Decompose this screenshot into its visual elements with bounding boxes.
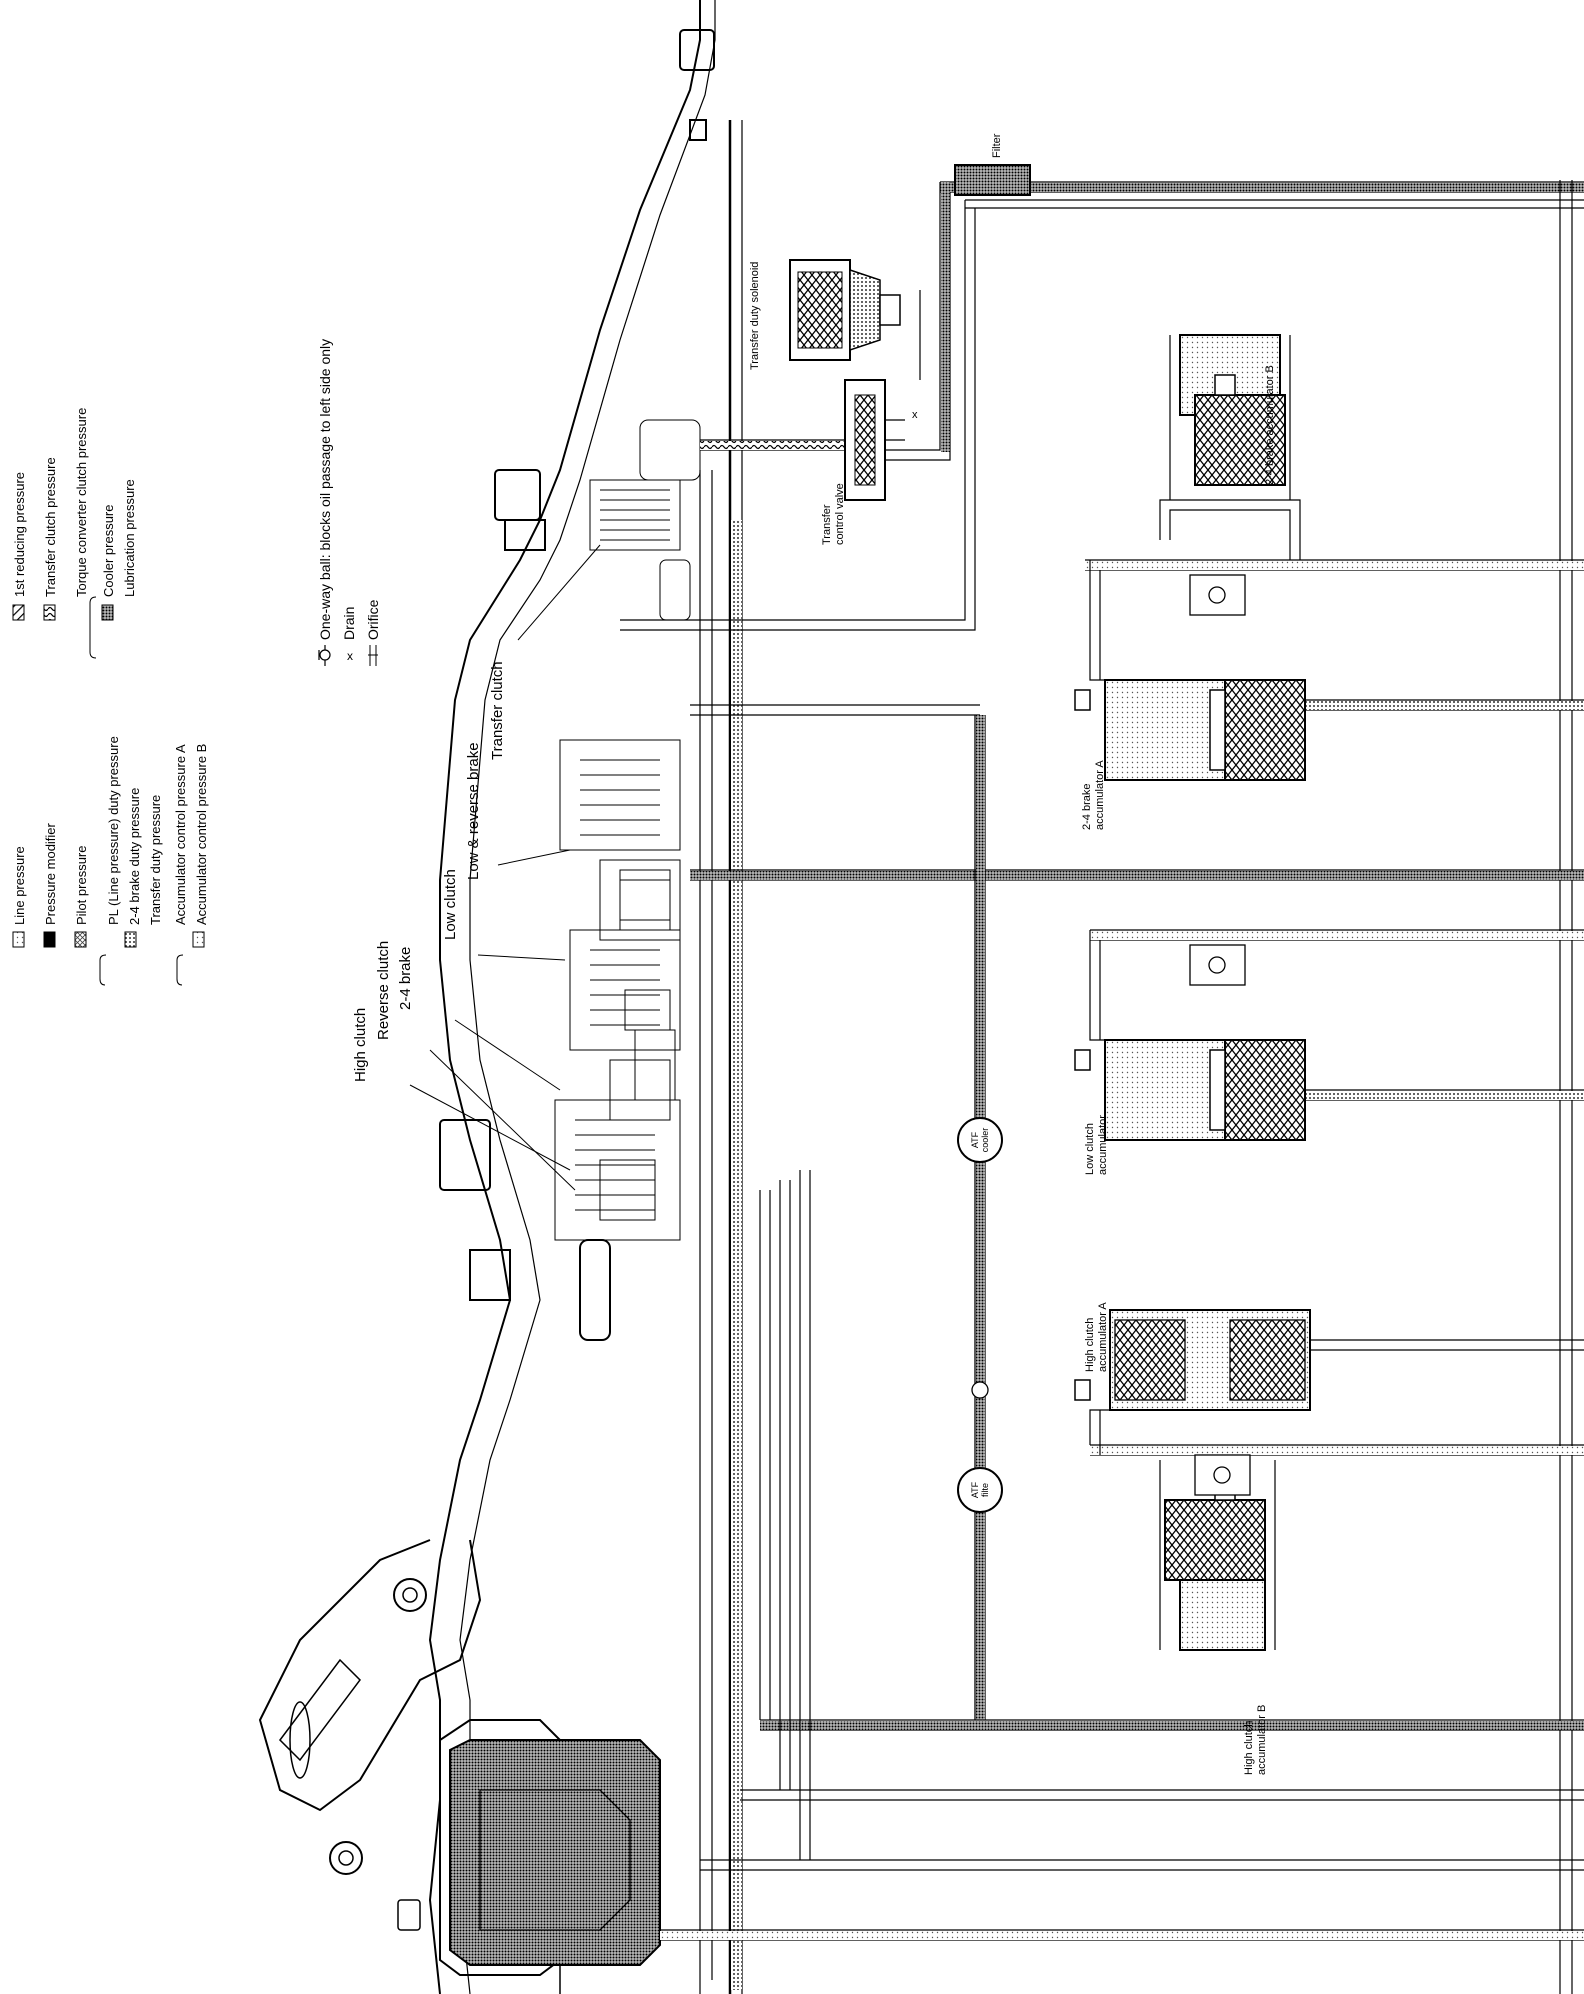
accumulator-brace-icon — [176, 954, 184, 986]
brake-24-accumulator-a — [1074, 679, 1306, 781]
label-reverse-clutch: Reverse clutch — [375, 941, 392, 1040]
low-clutch-accumulator — [1074, 1039, 1306, 1141]
legend-symbols: x One-way ball: blocks oil passage to le… — [317, 339, 381, 666]
one-way-ball-icon — [318, 645, 331, 666]
atf-cooler-label-1: ATF — [970, 1131, 980, 1148]
callout-labels: High clutch Reverse clutch 2-4 brake Low… — [352, 661, 506, 1082]
clutch-pack-high-reverse — [554, 1099, 681, 1241]
label-low-reverse-brake: Low & reverse brake — [465, 742, 482, 880]
legend-item-transfer-clutch-pressure: Transfer clutch pressure — [43, 457, 58, 597]
torque-converter — [449, 1739, 661, 1966]
legend-item-torque-converter: Torque converter clutch pressure — [74, 408, 89, 597]
transfer-clutch-pressure-icon — [43, 604, 56, 621]
drain-icon: x — [347, 649, 353, 663]
callout-leaders — [409, 544, 601, 1191]
label-24-brake-acc-b: 2-4 brake accumulator B — [1264, 365, 1276, 485]
label-24-brake-acc-a-1: 2-4 brake — [1081, 784, 1093, 830]
pl-duty-pressure-icon — [124, 931, 137, 948]
label-24-brake: 2-4 brake — [397, 947, 414, 1010]
label-transfer-control-valve-2: control valve — [834, 483, 846, 545]
legend-item-pl-duty: PL (Line pressure) duty pressure — [106, 736, 121, 925]
legend-item-line-pressure: Line pressure — [12, 846, 27, 925]
pressure-modifier-icon — [43, 931, 56, 948]
clutch-pack-transfer — [589, 419, 701, 621]
accumulator-control-icon — [192, 931, 205, 948]
atf-cooler-label-2: cooler — [980, 1128, 990, 1153]
label-transfer-clutch: Transfer clutch — [489, 661, 506, 760]
label-transfer-duty-solenoid: Transfer duty solenoid — [749, 262, 761, 370]
legend-symbol-drain: Drain — [341, 607, 357, 640]
pilot-pressure-icon — [74, 931, 87, 948]
orifice-icon — [368, 645, 378, 666]
pl-duty-brace-icon — [99, 954, 107, 986]
legend-item-acc-control-b: Accumulator control pressure B — [194, 744, 209, 925]
legend-item-pilot-pressure: Pilot pressure — [74, 846, 89, 925]
label-high-clutch-acc-b-1: High clutch — [1243, 1721, 1255, 1775]
legend-item-acc-control-a: Accumulator control pressure A — [173, 744, 188, 925]
one-way-ball-valves — [971, 574, 1251, 1496]
atf-filter-label-2: filte — [980, 1483, 990, 1497]
label-low-clutch-acc-1: Low clutch — [1084, 1123, 1096, 1175]
legend-item-cooler: Cooler pressure — [101, 505, 116, 598]
label-low-clutch: Low clutch — [442, 869, 459, 940]
label-high-clutch: High clutch — [352, 1008, 369, 1082]
component-labels: Filter Transfer duty solenoid Transfer c… — [749, 133, 1276, 1775]
transmission-housing — [258, 0, 743, 1994]
legend-item-lubrication: Lubrication pressure — [122, 479, 137, 597]
first-reducing-pressure-icon — [12, 604, 25, 621]
filter-element — [954, 164, 1031, 196]
atf-filter-label-1: ATF — [970, 1481, 980, 1498]
label-transfer-control-valve-1: Transfer — [821, 504, 833, 545]
legend-item-24-brake-duty: 2-4 brake duty pressure — [127, 788, 142, 925]
high-clutch-accumulator-a — [1074, 1309, 1311, 1411]
label-high-clutch-acc-a-1: High clutch — [1084, 1318, 1096, 1372]
cooler-brace-icon — [89, 596, 97, 659]
label-filter: Filter — [991, 133, 1003, 158]
label-high-clutch-acc-a-2: accumulator A — [1097, 1302, 1109, 1372]
high-clutch-accumulator-b — [1159, 1460, 1276, 1651]
legend-symbol-one-way-ball: One-way ball: blocks oil passage to left… — [317, 339, 333, 640]
legend-col1: Line pressure Pressure modifier Pilot pr… — [12, 736, 209, 986]
brake-24-accumulator-b — [1169, 334, 1291, 500]
transfer-valve-drain-icon: x — [912, 409, 918, 421]
legend-item-transfer-duty: Transfer duty pressure — [148, 795, 163, 925]
label-low-clutch-acc-2: accumulator — [1097, 1115, 1109, 1175]
hydraulic-lines — [620, 180, 1584, 1994]
cooler-pressure-icon — [101, 604, 114, 621]
transfer-control-valve: x — [844, 379, 918, 501]
line-pressure-icon — [12, 931, 25, 948]
transfer-duty-solenoid — [789, 259, 901, 361]
legend-symbol-orifice: Orifice — [365, 599, 381, 640]
label-high-clutch-acc-b-2: accumulator B — [1256, 1705, 1268, 1775]
legend-item-pressure-modifier: Pressure modifier — [43, 822, 58, 925]
legend-col2: 1st reducing pressure Transfer clutch pr… — [12, 408, 137, 659]
legend: Line pressure Pressure modifier Pilot pr… — [12, 339, 381, 986]
legend-item-1st-reducing: 1st reducing pressure — [12, 472, 27, 597]
label-24-brake-acc-a-2: accumulator A — [1094, 760, 1106, 830]
atf-filter: ATF filte — [957, 1467, 1003, 1513]
atf-cooler: ATF cooler — [957, 1117, 1003, 1163]
